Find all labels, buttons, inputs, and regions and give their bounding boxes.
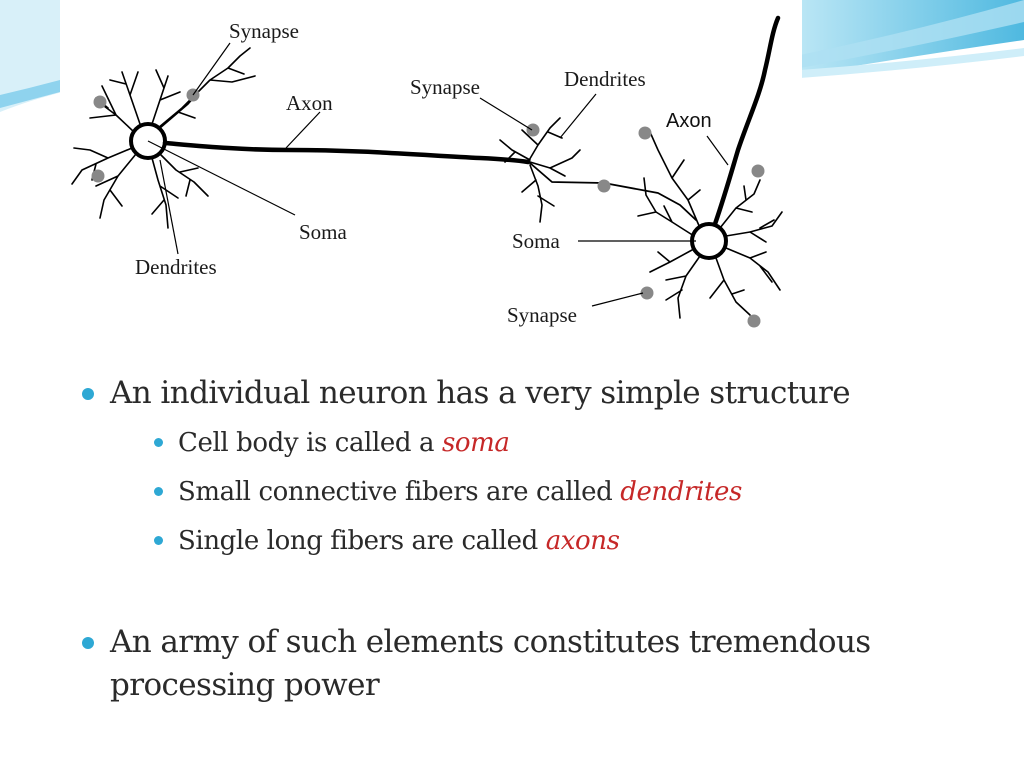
sub-bullet-text: Single long fibers are called	[178, 526, 546, 556]
label-synapse-middle: Synapse	[410, 75, 480, 99]
neuron-diagram: Synapse Axon Soma Dendrites Synapse Dend…	[60, 0, 802, 365]
term-dendrites: dendrites	[620, 477, 742, 507]
label-synapse-bottom: Synapse	[507, 303, 577, 327]
bullet-dot	[154, 487, 163, 496]
bullet-dot	[154, 438, 163, 447]
label-synapse-top-left: Synapse	[229, 19, 299, 43]
bullet-neuron-structure: An individual neuron has a very simple s…	[82, 372, 992, 566]
synapse-dot	[597, 179, 611, 193]
sub-bullet-soma: Cell body is called a soma	[151, 419, 992, 468]
soma-right	[690, 222, 728, 260]
bullet-dot	[82, 388, 94, 400]
bullet-dot	[82, 637, 94, 649]
slide-bullets: An individual neuron has a very simple s…	[82, 372, 992, 707]
synapse-dot	[93, 95, 107, 109]
synapse-dot	[640, 286, 654, 300]
sub-bullet-text: Small connective fibers are called	[178, 477, 621, 507]
bullet-processing-power: An army of such elements constitutes tre…	[82, 621, 992, 707]
synapse-dot	[751, 164, 765, 178]
axon-main	[162, 140, 531, 165]
sub-bullet-dendrites: Small connective fibers are called dendr…	[151, 468, 992, 517]
synapse-dot	[638, 126, 652, 140]
label-dendrites-middle: Dendrites	[564, 67, 646, 91]
label-axon-right: Axon	[666, 110, 712, 132]
term-axons: axons	[545, 526, 620, 556]
sub-bullet-text: Cell body is called a	[178, 428, 442, 458]
sub-bullets: Cell body is called a soma Small connect…	[110, 419, 992, 566]
term-soma: soma	[441, 428, 510, 458]
synapse-dot	[91, 169, 105, 183]
sub-bullet-axons: Single long fibers are called axons	[151, 517, 992, 566]
synapse-dot	[526, 123, 540, 137]
bullet-text: An army of such elements constitutes tre…	[110, 624, 871, 703]
label-soma-left: Soma	[299, 220, 348, 244]
label-pointers	[147, 42, 729, 307]
label-dendrites-left: Dendrites	[135, 255, 217, 279]
neuron-right	[637, 15, 783, 319]
bullet-text: An individual neuron has a very simple s…	[110, 375, 851, 411]
label-axon-left: Axon	[286, 91, 333, 115]
bullet-dot	[154, 536, 163, 545]
axon-right	[712, 15, 781, 227]
synapse-dot	[747, 314, 761, 328]
label-soma-right: Soma	[512, 229, 561, 253]
